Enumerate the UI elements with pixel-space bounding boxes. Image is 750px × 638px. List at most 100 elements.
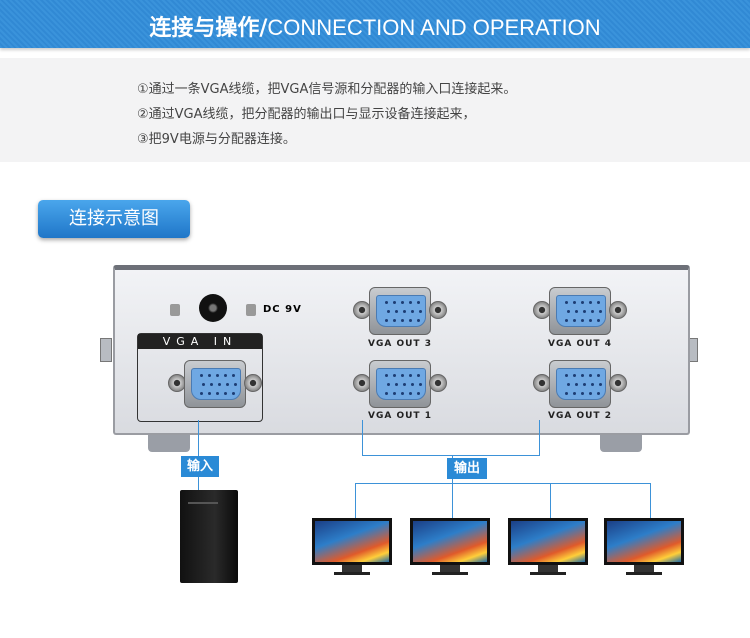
output-line: [650, 483, 651, 518]
power-jack-icon: [199, 294, 227, 322]
vga-out-3-label: VGA OUT 3: [368, 339, 432, 349]
input-badge: 输入: [181, 456, 219, 477]
pin: [591, 310, 594, 313]
pin: [232, 374, 235, 377]
pin: [567, 383, 570, 386]
vga-in-port: [168, 360, 262, 410]
pin: [385, 301, 388, 304]
pin: [565, 301, 568, 304]
pin: [403, 383, 406, 386]
pin: [393, 319, 396, 322]
vga-in-label: VGA IN: [138, 334, 262, 349]
pin: [401, 374, 404, 377]
pin: [409, 301, 412, 304]
header-banner: 连接与操作/CONNECTION AND OPERATION: [0, 0, 750, 48]
vga-out-1-port: [353, 360, 447, 410]
output-badge: 输出: [447, 458, 487, 479]
connection-diagram-label: 连接示意图: [38, 200, 190, 238]
pin: [599, 383, 602, 386]
vga-out-3-port: [353, 287, 447, 337]
pin: [575, 383, 578, 386]
device-foot: [148, 435, 190, 452]
pin: [385, 374, 388, 377]
screw-icon: [429, 301, 447, 319]
vga-pins: [376, 295, 426, 327]
vga-shell: [369, 287, 431, 335]
pin: [403, 310, 406, 313]
vga-out-4-label: VGA OUT 4: [548, 339, 612, 349]
pin: [565, 319, 568, 322]
pin: [401, 319, 404, 322]
step-1: ①通过一条VGA线缆，把VGA信号源和分配器的输入口连接起来。: [137, 82, 517, 97]
device-foot: [600, 435, 642, 452]
vga-shell: [369, 360, 431, 408]
screw-icon: [170, 304, 180, 316]
pin: [385, 392, 388, 395]
pin: [597, 392, 600, 395]
pin: [210, 383, 213, 386]
screw-icon: [609, 374, 627, 392]
pin: [218, 383, 221, 386]
vga-pins: [376, 368, 426, 400]
pin: [597, 301, 600, 304]
pin: [417, 319, 420, 322]
pin: [224, 392, 227, 395]
side-bracket: [100, 338, 112, 362]
pin: [409, 319, 412, 322]
pin: [417, 301, 420, 304]
pin: [573, 319, 576, 322]
output-line: [452, 483, 453, 518]
vga-shell: [549, 287, 611, 335]
screw-icon: [429, 374, 447, 392]
vga-out-2-label: VGA OUT 2: [548, 411, 612, 421]
pin: [589, 392, 592, 395]
step-3: ③把9V电源与分配器连接。: [137, 132, 296, 147]
drive-bay: [188, 502, 218, 504]
pin: [575, 310, 578, 313]
vga-in-panel: VGA IN: [137, 333, 263, 422]
pin: [411, 310, 414, 313]
pin: [419, 310, 422, 313]
pin: [597, 374, 600, 377]
pin: [234, 383, 237, 386]
pin: [567, 310, 570, 313]
pin: [216, 392, 219, 395]
vga-pins: [556, 295, 606, 327]
pin: [583, 310, 586, 313]
pin: [581, 374, 584, 377]
pin: [395, 310, 398, 313]
pin: [589, 301, 592, 304]
power-label: DC 9V: [263, 304, 302, 315]
pin: [419, 383, 422, 386]
pin: [591, 383, 594, 386]
output-line: [539, 420, 540, 455]
pin: [581, 392, 584, 395]
pin: [208, 374, 211, 377]
pin: [581, 319, 584, 322]
pin: [573, 301, 576, 304]
pin: [401, 301, 404, 304]
pin: [216, 374, 219, 377]
pin: [417, 392, 420, 395]
monitor-icon: [508, 518, 588, 576]
output-line: [550, 483, 551, 518]
pin: [573, 374, 576, 377]
output-line: [355, 483, 356, 518]
computer-tower-icon: [180, 490, 238, 583]
output-line: [355, 483, 651, 484]
pin: [200, 374, 203, 377]
output-line: [362, 420, 363, 455]
step-2: ②通过VGA线缆，把分配器的输出口与显示设备连接起来，: [137, 107, 476, 122]
pin: [597, 319, 600, 322]
pin: [411, 383, 414, 386]
pin: [599, 310, 602, 313]
vga-shell: [184, 360, 246, 408]
pin: [208, 392, 211, 395]
pin: [385, 319, 388, 322]
pin: [202, 383, 205, 386]
vga-pins: [556, 368, 606, 400]
vga-pins: [191, 368, 241, 400]
screw-icon: [609, 301, 627, 319]
pin: [393, 374, 396, 377]
pin: [409, 374, 412, 377]
